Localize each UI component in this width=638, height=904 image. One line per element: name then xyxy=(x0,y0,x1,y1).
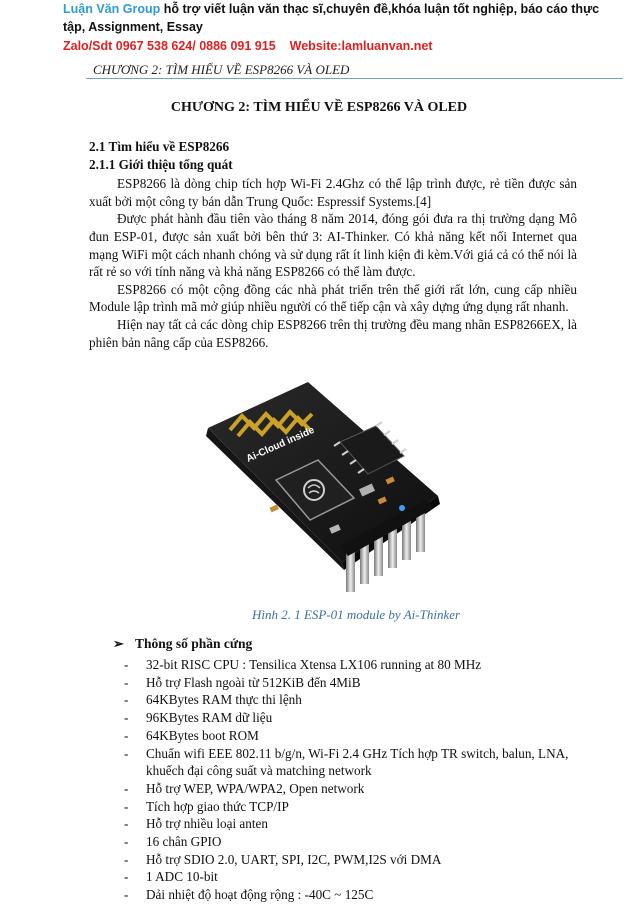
website-link[interactable]: Website:lamluanvan.net xyxy=(289,39,433,53)
list-item-text: 32-bit RISC CPU : Tensilica Xtensa LX106… xyxy=(146,657,482,672)
paragraph: Được phát hành đầu tiên vào tháng 8 năm … xyxy=(89,211,577,280)
paragraph: Hiện nay tất cả các dòng chip ESP8266 tr… xyxy=(89,316,577,350)
header-rule xyxy=(86,78,623,79)
dash-bullet: - xyxy=(124,887,129,903)
header-pins xyxy=(340,500,434,592)
banner-line-2: tập, Assignment, Essay xyxy=(63,20,203,34)
list-item: - 96KBytes RAM dữ liệu xyxy=(124,709,584,727)
espressif-logo-icon xyxy=(303,479,325,501)
arrow-bullet-icon: ➢ xyxy=(113,636,124,651)
paragraph: ESP8266 là dòng chip tích hợp Wi-Fi 2.4G… xyxy=(89,176,577,209)
dash-bullet: - xyxy=(124,851,129,867)
list-item: - 64KBytes RAM thực thi lệnh xyxy=(124,691,584,709)
list-item-text: 96KBytes RAM dữ liệu xyxy=(146,710,273,726)
dash-bullet: - xyxy=(124,692,129,708)
esp8266-chip xyxy=(274,459,356,521)
dash-bullet: - xyxy=(124,816,129,832)
figure-caption: Hình 2. 1 ESP-01 module by Ai-Thinker xyxy=(251,607,461,622)
list-item: - 32-bit RISC CPU : Tensilica Xtensa LX10… xyxy=(124,656,584,674)
list-item: - Hỗ trợ Flash ngoài từ 512KiB đến 4MiB xyxy=(124,674,584,692)
esp01-module-photo: Ai-Cloud inside xyxy=(190,376,456,598)
esp01-board-illustration: Ai-Cloud inside xyxy=(206,382,440,592)
list-item-text: 1 ADC 10-bit xyxy=(146,869,218,885)
list-item-text: Chuẩn wifi EEE 802.11 b/g/n, Wi-Fi 2.4 G… xyxy=(146,745,569,779)
contact-phone: Zalo/Sdt 0967 538 624/ 0886 091 915 xyxy=(63,39,276,53)
spec-list: - 32-bit RISC CPU : Tensilica Xtensa LX10… xyxy=(124,656,584,904)
list-item: - Chuẩn wifi EEE 802.11 b/g/n, Wi-Fi 2.4 … xyxy=(124,745,584,780)
banner-tagline: hỗ trợ viết luận văn thạc sĩ,chuyên đề,k… xyxy=(160,2,600,16)
chapter-title: CHƯƠNG 2: TÌM HIỂU VỀ ESP8266 VÀ OLED xyxy=(170,100,468,115)
list-item-text: 16 chân GPIO xyxy=(146,834,222,850)
dash-bullet: - xyxy=(124,657,129,672)
section-heading: 2.1 Tìm hiểu về ESP8266 xyxy=(89,139,230,154)
list-item-text: Hỗ trợ nhiều loại anten xyxy=(146,816,268,832)
running-head: CHƯƠNG 2: TÌM HIỂU VỀ ESP8266 VÀ OLED xyxy=(93,62,350,77)
list-item: - 1 ADC 10-bit xyxy=(124,868,584,886)
list-item: - 16 chân GPIO xyxy=(124,833,584,851)
list-item-text: 64KBytes RAM thực thi lệnh xyxy=(146,692,302,708)
dash-bullet: - xyxy=(124,798,129,814)
list-item: - Hỗ trợ WEP, WPA/WPA2, Open network xyxy=(124,780,584,798)
list-item: - 64KBytes boot ROM xyxy=(124,727,584,745)
list-item: - Hỗ trợ nhiều loại anten xyxy=(124,815,584,833)
list-item: - Tích hợp giao thức TCP/IP xyxy=(124,798,584,816)
list-item-text: Hỗ trợ WEP, WPA/WPA2, Open network xyxy=(146,780,365,796)
list-item: - Hỗ trợ SDIO 2.0, UART, SPI, I2C, PWM,I2… xyxy=(124,851,584,869)
list-item-text: Hỗ trợ Flash ngoài từ 512KiB đến 4MiB xyxy=(146,674,361,690)
dash-bullet: - xyxy=(124,727,129,743)
dash-bullet: - xyxy=(124,869,129,885)
dash-bullet: - xyxy=(124,710,129,726)
flash-chip xyxy=(339,425,405,475)
dash-bullet: - xyxy=(124,745,129,761)
section-body: 2.1 Tìm hiểu về ESP8266 2.1.1 Giới thiệu… xyxy=(89,138,577,351)
list-item-text: Dải nhiệt độ hoạt động rộng : -40C ~ 125… xyxy=(146,887,374,903)
pcb-antenna-icon xyxy=(228,409,314,438)
header-banner: Luận Văn Group hỗ trợ viết luận văn thạc… xyxy=(63,0,623,55)
dash-bullet: - xyxy=(124,674,129,690)
list-item-text: Hỗ trợ SDIO 2.0, UART, SPI, I2C, PWM,I2S… xyxy=(146,851,442,867)
banner-contact-line: Zalo/Sdt 0967 538 624/ 0886 091 915 Websi… xyxy=(63,37,623,55)
paragraph: ESP8266 có một cộng đồng các nhà phát tr… xyxy=(89,281,577,315)
dash-bullet: - xyxy=(124,780,129,796)
list-item-text: Tích hợp giao thức TCP/IP xyxy=(146,798,289,814)
specs-heading: ➢ Thông số phần cứng xyxy=(113,636,252,652)
brand-name: Luận Văn Group xyxy=(63,2,161,16)
list-item: - Dải nhiệt độ hoạt động rộng : -40C ~ 12… xyxy=(124,886,584,904)
dash-bullet: - xyxy=(124,834,129,850)
banner-line-1: Luận Văn Group hỗ trợ viết luận văn thạc… xyxy=(63,0,623,18)
subsection-heading: 2.1.1 Giới thiệu tổng quát xyxy=(89,156,233,172)
specs-title: Thông số phần cứng xyxy=(135,636,253,651)
list-item-text: 64KBytes boot ROM xyxy=(146,727,259,743)
